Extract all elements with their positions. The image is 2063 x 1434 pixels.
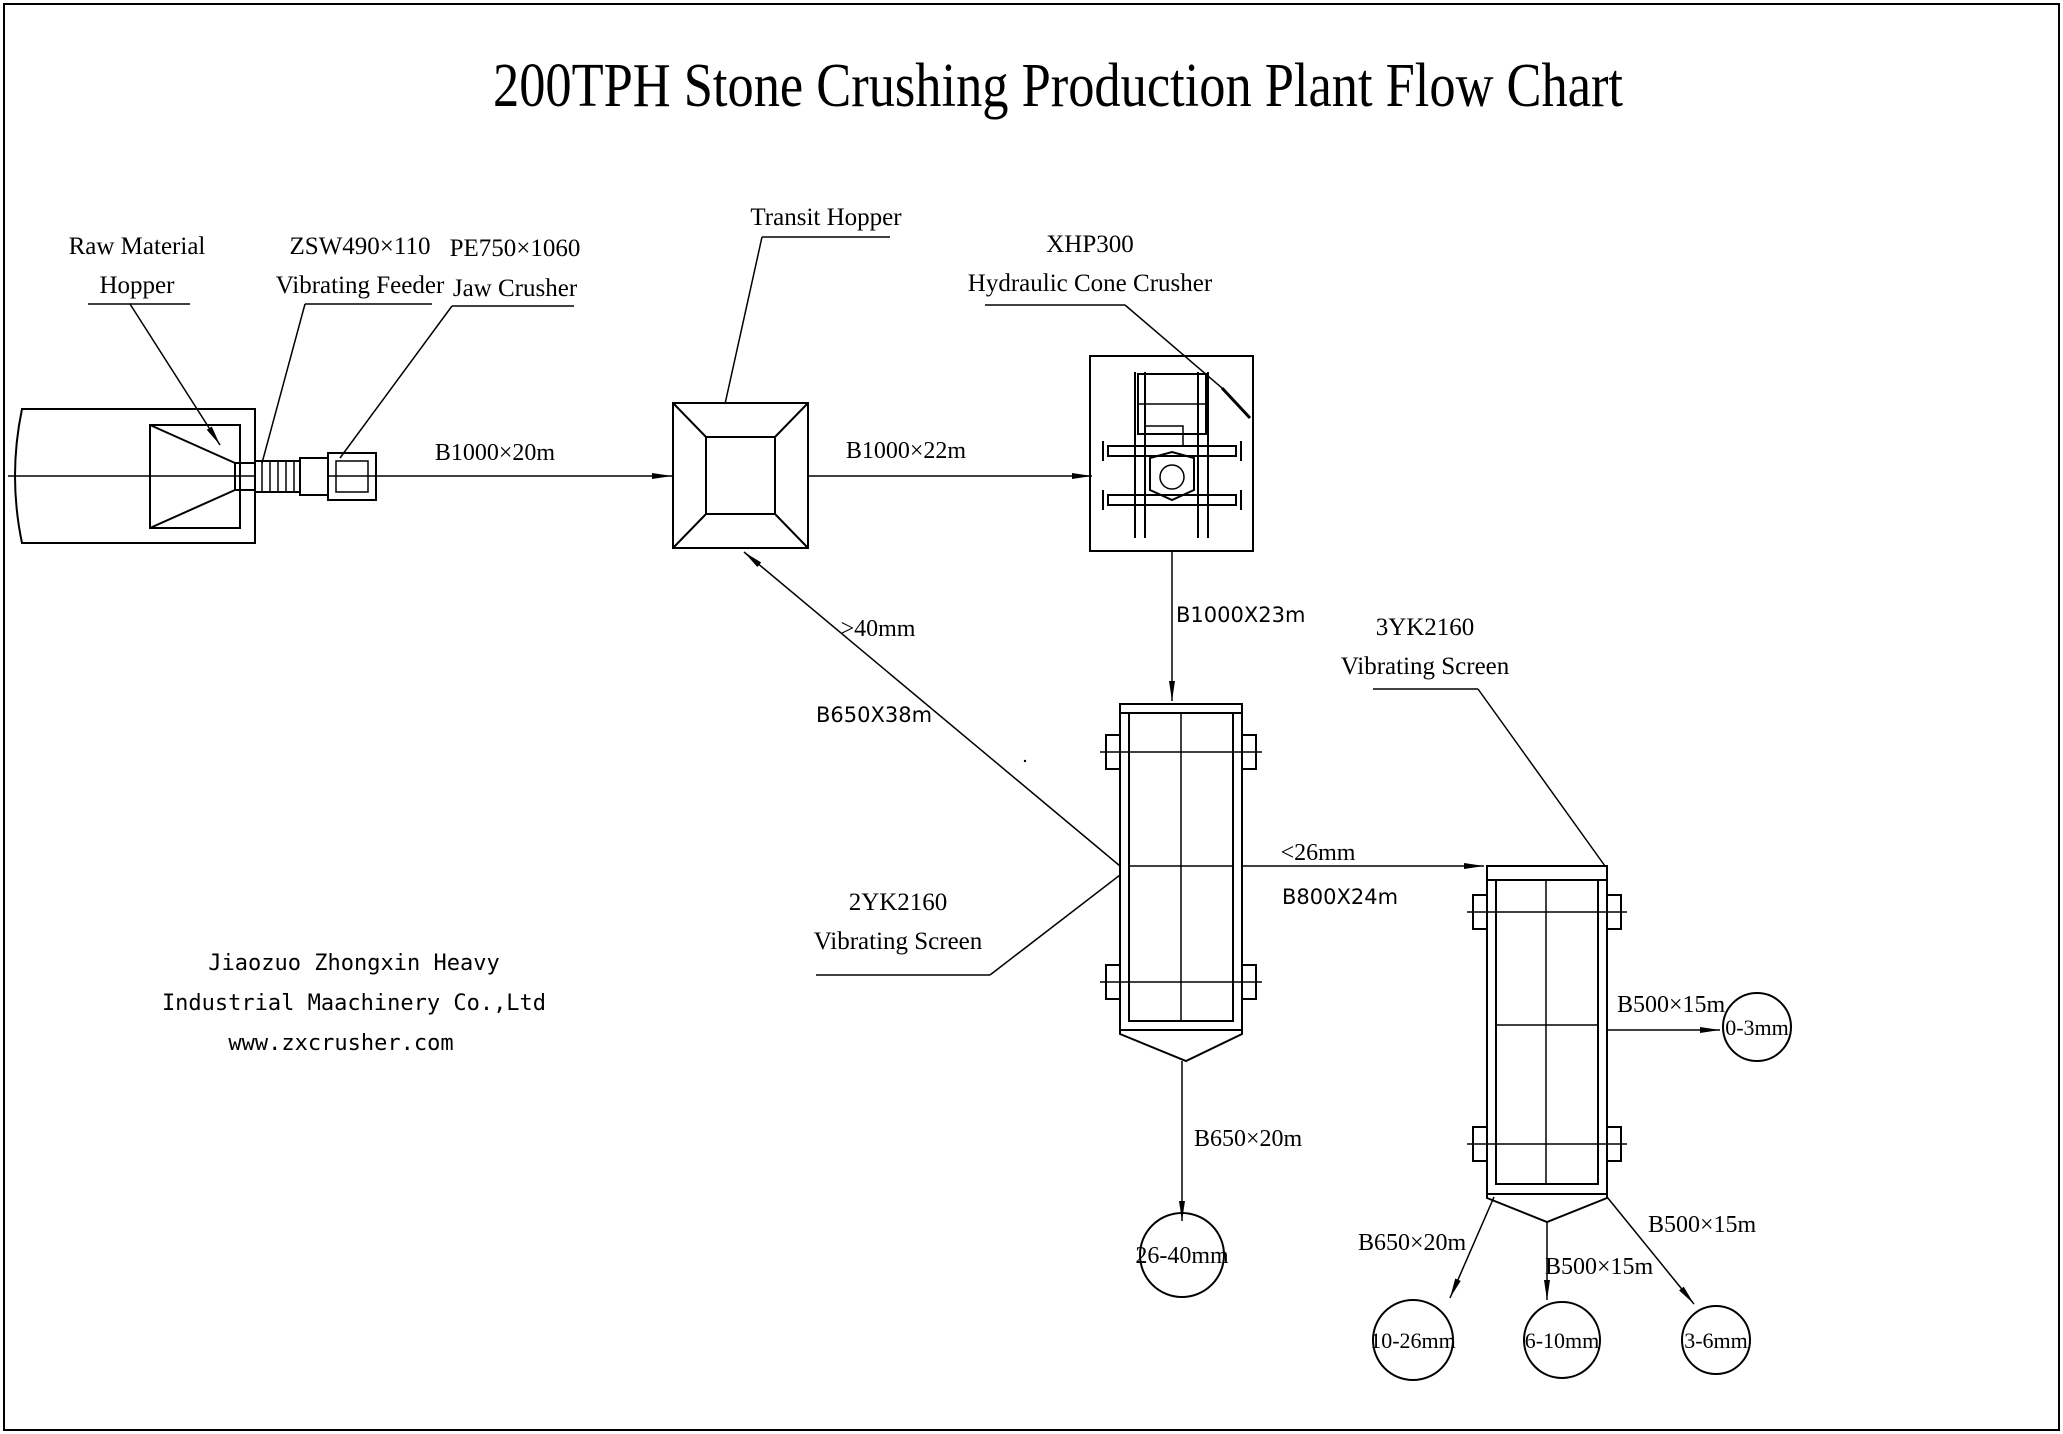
- conveyor-label-c9: B500×15m: [1545, 1254, 1654, 1280]
- svg-text:Hydraulic Cone Crusher: Hydraulic Cone Crusher: [968, 270, 1213, 297]
- svg-text:6-10mm: 6-10mm: [1525, 1328, 1600, 1353]
- vibrating-feeder-label: ZSW490×110 Vibrating Feeder: [261, 233, 445, 464]
- raw-material-hopper-label: Raw Material Hopper: [69, 233, 221, 446]
- conveyor-label-c1: B1000×20m: [435, 440, 556, 466]
- svg-text:PE750×1060: PE750×1060: [450, 235, 581, 262]
- conveyor-b650x20m-screen2: [1449, 1196, 1495, 1299]
- company-name-line2: Industrial Maachinery Co.,Ltd: [162, 991, 546, 1016]
- diagram-title: 200TPH Stone Crushing Production Plant F…: [493, 52, 1623, 120]
- company-info: Jiaozuo Zhongxin Heavy Industrial Maachi…: [162, 951, 546, 1056]
- svg-text:Hopper: Hopper: [100, 272, 176, 299]
- hydraulic-cone-crusher: [1089, 355, 1254, 552]
- vibrating-screen-3yk2160: [1467, 865, 1627, 1224]
- screen1-label: 2YK2160 Vibrating Screen: [814, 874, 1121, 976]
- conveyor-label-c7: B500×15m: [1617, 992, 1726, 1018]
- svg-text:Vibrating Feeder: Vibrating Feeder: [276, 272, 445, 299]
- conveyor-label-c10: B500×15m: [1648, 1212, 1757, 1238]
- jaw-crusher-label: PE750×1060 Jaw Crusher: [339, 235, 581, 459]
- jaw-crusher: [327, 452, 377, 501]
- product-10-26mm: 10-26mm: [1370, 1299, 1456, 1381]
- svg-text:XHP300: XHP300: [1046, 231, 1134, 258]
- svg-text:26-40mm: 26-40mm: [1135, 1243, 1229, 1269]
- transit-hopper: [672, 402, 809, 549]
- product-26-40mm: 26-40mm: [1135, 1212, 1229, 1298]
- screen2-label: 3YK2160 Vibrating Screen: [1341, 614, 1606, 867]
- company-name-line1: Jiaozuo Zhongxin Heavy: [208, 951, 499, 976]
- svg-text:Transit Hopper: Transit Hopper: [750, 204, 902, 231]
- conveyor-label-c5: B800X24m: [1282, 885, 1398, 909]
- conveyor-b500x15m-coarse: [1606, 1196, 1695, 1305]
- conveyor-label-c2: B1000×22m: [846, 438, 967, 464]
- conveyor-label-c3: B1000X23m: [1176, 603, 1305, 627]
- size-label-oversize: >40mm: [841, 616, 916, 642]
- conveyor-label-c6: B650×20m: [1194, 1126, 1303, 1152]
- svg-text:ZSW490×110: ZSW490×110: [290, 233, 431, 260]
- conveyor-b650x38m: [743, 551, 1121, 867]
- raw-material-hopper: [8, 408, 256, 544]
- vibrating-screen-2yk2160: [1100, 703, 1262, 1063]
- svg-text:2YK2160: 2YK2160: [849, 889, 948, 916]
- svg-text:0-3mm: 0-3mm: [1725, 1015, 1789, 1040]
- product-6-10mm: 6-10mm: [1523, 1301, 1601, 1379]
- size-label-undersize: <26mm: [1281, 840, 1356, 866]
- conveyor-label-c8: B650×20m: [1358, 1230, 1467, 1256]
- product-0-3mm: 0-3mm: [1722, 992, 1792, 1062]
- drawing-frame: [3, 3, 2060, 1431]
- svg-text:Raw Material: Raw Material: [69, 233, 206, 260]
- svg-text:Vibrating Screen: Vibrating Screen: [1341, 653, 1510, 680]
- company-website: www.zxcrusher.com: [228, 1031, 453, 1056]
- svg-text:3YK2160: 3YK2160: [1376, 614, 1475, 641]
- vibrating-feeder: [254, 457, 329, 496]
- cone-crusher-label: XHP300 Hydraulic Cone Crusher: [968, 231, 1223, 389]
- transit-hopper-label: Transit Hopper: [724, 204, 902, 405]
- svg-text:Vibrating Screen: Vibrating Screen: [814, 928, 983, 955]
- svg-text:10-26mm: 10-26mm: [1370, 1328, 1456, 1353]
- product-3-6mm: 3-6mm: [1681, 1305, 1751, 1375]
- svg-text:3-6mm: 3-6mm: [1684, 1328, 1748, 1353]
- conveyor-label-c4: B650X38m: [816, 703, 932, 727]
- svg-text:Jaw Crusher: Jaw Crusher: [453, 275, 578, 302]
